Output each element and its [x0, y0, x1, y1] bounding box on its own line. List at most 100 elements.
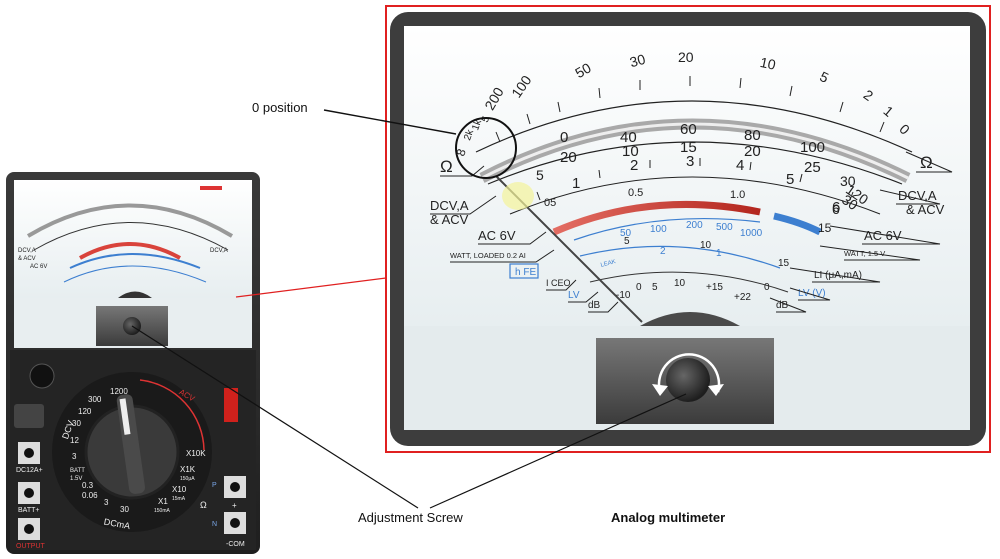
adjustment-screw	[666, 358, 710, 402]
ohm-left-label: Ω	[440, 157, 453, 176]
li-tick-15: 15	[778, 258, 790, 269]
diagram-caption: Analog multimeter	[611, 510, 725, 525]
ohm-right-label: Ω	[920, 153, 933, 172]
dcv-low-6: 6	[832, 199, 840, 216]
dcv-mid-15: 15	[680, 139, 697, 156]
dcv-low-5b: 5	[786, 171, 794, 188]
tag-ohm: Ω	[200, 500, 207, 510]
dcv-tick-100: 100	[800, 139, 825, 156]
acv-left-label: & ACV	[430, 212, 469, 227]
jack-label-batt: BATT+	[18, 507, 39, 514]
li-tick-0: 0	[764, 282, 770, 293]
ohm-tick-20: 20	[678, 49, 694, 65]
jack-label-plus: +	[232, 501, 237, 510]
dcv-mid-30: 30	[840, 173, 856, 189]
sub-150ma: 150mA	[154, 508, 171, 514]
ohm-tick-30: 30	[628, 51, 647, 71]
db-right-label: dB	[776, 300, 789, 311]
lv-left-label: LV	[568, 290, 580, 301]
dcva-left-label: DCV,A	[430, 198, 469, 213]
range-selector: 1200 300 120 30 12 3 0.3 0.06 3 30 X1K X…	[52, 372, 212, 532]
adjustment-screw-label: Adjustment Screw	[358, 510, 463, 525]
db-tick-10: 10	[674, 278, 686, 289]
ohm-left-2k: 2k	[462, 127, 476, 142]
ohm-tick-50: 50	[572, 59, 594, 81]
sub-150ua: 150μA	[180, 476, 195, 482]
ohm-left-5: 5	[480, 114, 493, 124]
dcv-mid-10: 10	[622, 143, 639, 160]
sel-30b: 30	[120, 505, 129, 514]
db-tick-m10: -10	[616, 290, 631, 301]
lv-right-label: LV (V)	[798, 288, 826, 299]
ohm-left-8: 8	[453, 147, 469, 158]
watt-loaded-label: WATT, LOADED 0.2 AI	[450, 251, 526, 260]
hfe-label: h FE	[515, 267, 536, 278]
db-tick-5: 5	[652, 282, 658, 293]
db-left-label: dB	[588, 300, 601, 311]
dcv-low-5: 5	[536, 167, 544, 183]
zero-position-label: 0 position	[252, 100, 308, 115]
ac6v-right-label: AC 6V	[864, 228, 902, 243]
sel-3: 3	[72, 452, 77, 461]
sel-120: 120	[78, 407, 92, 416]
li-tick-2: 2	[660, 246, 666, 257]
svg-text:DCV,A: DCV,A	[210, 248, 228, 254]
jack-label-com: -COM	[226, 541, 245, 548]
dcv-mid-20: 20	[560, 149, 577, 166]
tag-dcma: DCmA	[103, 517, 131, 531]
sel-12: 12	[70, 436, 79, 445]
sel-0.06: 0.06	[82, 491, 98, 500]
svg-text:& ACV: & ACV	[18, 256, 36, 262]
lv-tick-500: 500	[716, 222, 733, 233]
dcv-mid-20b: 20	[744, 143, 761, 160]
tag-batt: BATT	[70, 468, 85, 474]
jack-label-p: P	[212, 482, 217, 489]
jack-label-n: N	[212, 521, 217, 528]
db-tick-0: 0	[636, 282, 642, 293]
svg-text:DCV,A: DCV,A	[18, 248, 36, 254]
enlarged-dial: 200 100 50 30 20 10 5 2 1 0 8 2k 1k 5 0 …	[385, 5, 991, 453]
sel-30: 30	[72, 419, 81, 428]
sel-0.3: 0.3	[82, 481, 94, 490]
dcv-low-2: 2	[630, 157, 638, 174]
li-tick-5: 5	[624, 236, 630, 247]
lv-tick-200: 200	[686, 220, 703, 231]
sel-300: 300	[88, 395, 102, 404]
db-tick-15: +15	[706, 282, 723, 293]
sel-x1k: X1K	[180, 465, 196, 474]
jack-label-dc12a: DC12A+	[16, 467, 43, 474]
zero-position-circle	[455, 117, 517, 179]
dcv-tick-0: 0	[560, 129, 568, 146]
lv-tick-100: 100	[650, 224, 667, 235]
watt-right-label: WATT, 1.5 V	[844, 249, 885, 258]
watt-tick-0.5: 0.5	[628, 187, 643, 199]
watt-tick-1.0: 1.0	[730, 189, 745, 201]
jack-label-output: OUTPUT	[16, 543, 46, 550]
sel-3b: 3	[104, 498, 109, 507]
li-tick-10: 10	[700, 240, 712, 251]
svg-text:AC 6V: AC 6V	[30, 264, 47, 270]
dcv-low-3: 3	[686, 153, 694, 170]
dcv-low-4: 4	[736, 157, 744, 174]
sel-1200: 1200	[110, 387, 128, 396]
val-05: 05	[544, 197, 556, 209]
acv-right-label: & ACV	[906, 202, 945, 217]
val-6: 6	[832, 201, 840, 217]
iceo-label: I CEO	[546, 278, 571, 288]
ac6v-left-label: AC 6V	[478, 228, 516, 243]
dcv-tick-40: 40	[620, 129, 637, 146]
small-multimeter: DCV,A & ACV AC 6V DCV,A DC12A+ BATT+ OUT…	[6, 172, 260, 554]
ohm-tick-10: 10	[759, 54, 778, 73]
db-tick-22: +22	[734, 292, 751, 303]
sub-15ma: 15mA	[172, 496, 186, 502]
dcv-mid-25: 25	[804, 159, 821, 176]
sel-x10: X10	[172, 485, 187, 494]
tag-1.5v: 1.5V	[70, 476, 82, 482]
val-15: 15	[818, 221, 832, 235]
lv-tick-1000: 1000	[740, 228, 763, 239]
dcv-low-1: 1	[572, 175, 580, 192]
lv-tick-50: 50	[620, 228, 632, 239]
dcv-tick-80: 80	[744, 127, 761, 144]
dcva-right-label: DCV,A	[898, 188, 937, 203]
